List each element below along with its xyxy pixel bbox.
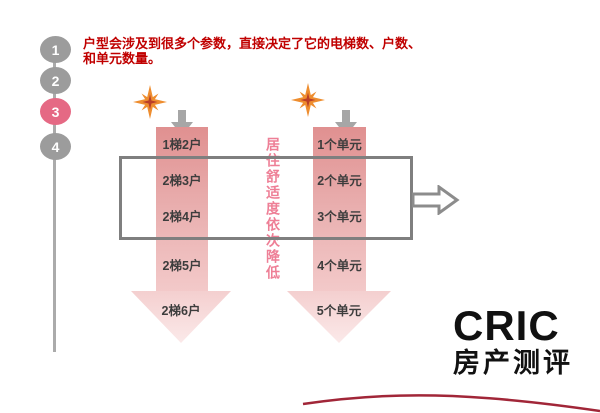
flow-label: 2梯3户 (162, 174, 202, 188)
note-line-2: 和单元数量。 (83, 51, 162, 66)
cric-logo: CRIC 房产测评 (453, 302, 583, 379)
flow-label: 2梯5户 (162, 259, 202, 273)
sparkle-star-icon (291, 83, 325, 117)
flow-label: 3个单元 (317, 210, 362, 224)
note-text: 户型会涉及到很多个参数，直接决定了它的电梯数、户数、 和单元数量。 (83, 36, 433, 66)
flow-label: 1梯2户 (162, 138, 202, 152)
step-connector-line (53, 50, 56, 352)
logo-title: CRIC (453, 302, 560, 349)
sparkle-star-icon (133, 85, 167, 119)
logo-subtitle: 房产测评 (453, 348, 573, 378)
note-line-1: 户型会涉及到很多个参数，直接决定了它的电梯数、户数、 (83, 36, 422, 51)
step-number: 4 (51, 138, 60, 155)
right-arrow-icon (412, 185, 460, 215)
comfort-caption: 居住舒适度依次降低 (265, 137, 281, 281)
flow-label: 2梯4户 (162, 210, 202, 224)
step-circle-4[interactable]: 4 (40, 133, 71, 160)
right-flow-arrowhead: 5个单元 (287, 291, 391, 343)
step-number: 3 (51, 103, 60, 120)
step-circle-3-active[interactable]: 3 (40, 98, 71, 125)
flow-label: 2梯6户 (161, 304, 201, 318)
left-flow-arrowhead: 2梯6户 (131, 291, 231, 343)
flow-label: 1个单元 (317, 138, 362, 152)
step-number: 2 (51, 72, 60, 89)
step-circle-1[interactable]: 1 (40, 36, 71, 63)
flow-label: 2个单元 (317, 174, 362, 188)
step-number: 1 (51, 41, 60, 58)
left-flow-column: 1梯2户 2梯3户 2梯4户 2梯5户 (156, 127, 208, 291)
flow-label: 4个单元 (317, 259, 362, 273)
step-circle-2[interactable]: 2 (40, 67, 71, 94)
flow-label: 5个单元 (316, 304, 362, 318)
right-flow-column: 1个单元 2个单元 3个单元 4个单元 (313, 127, 366, 291)
